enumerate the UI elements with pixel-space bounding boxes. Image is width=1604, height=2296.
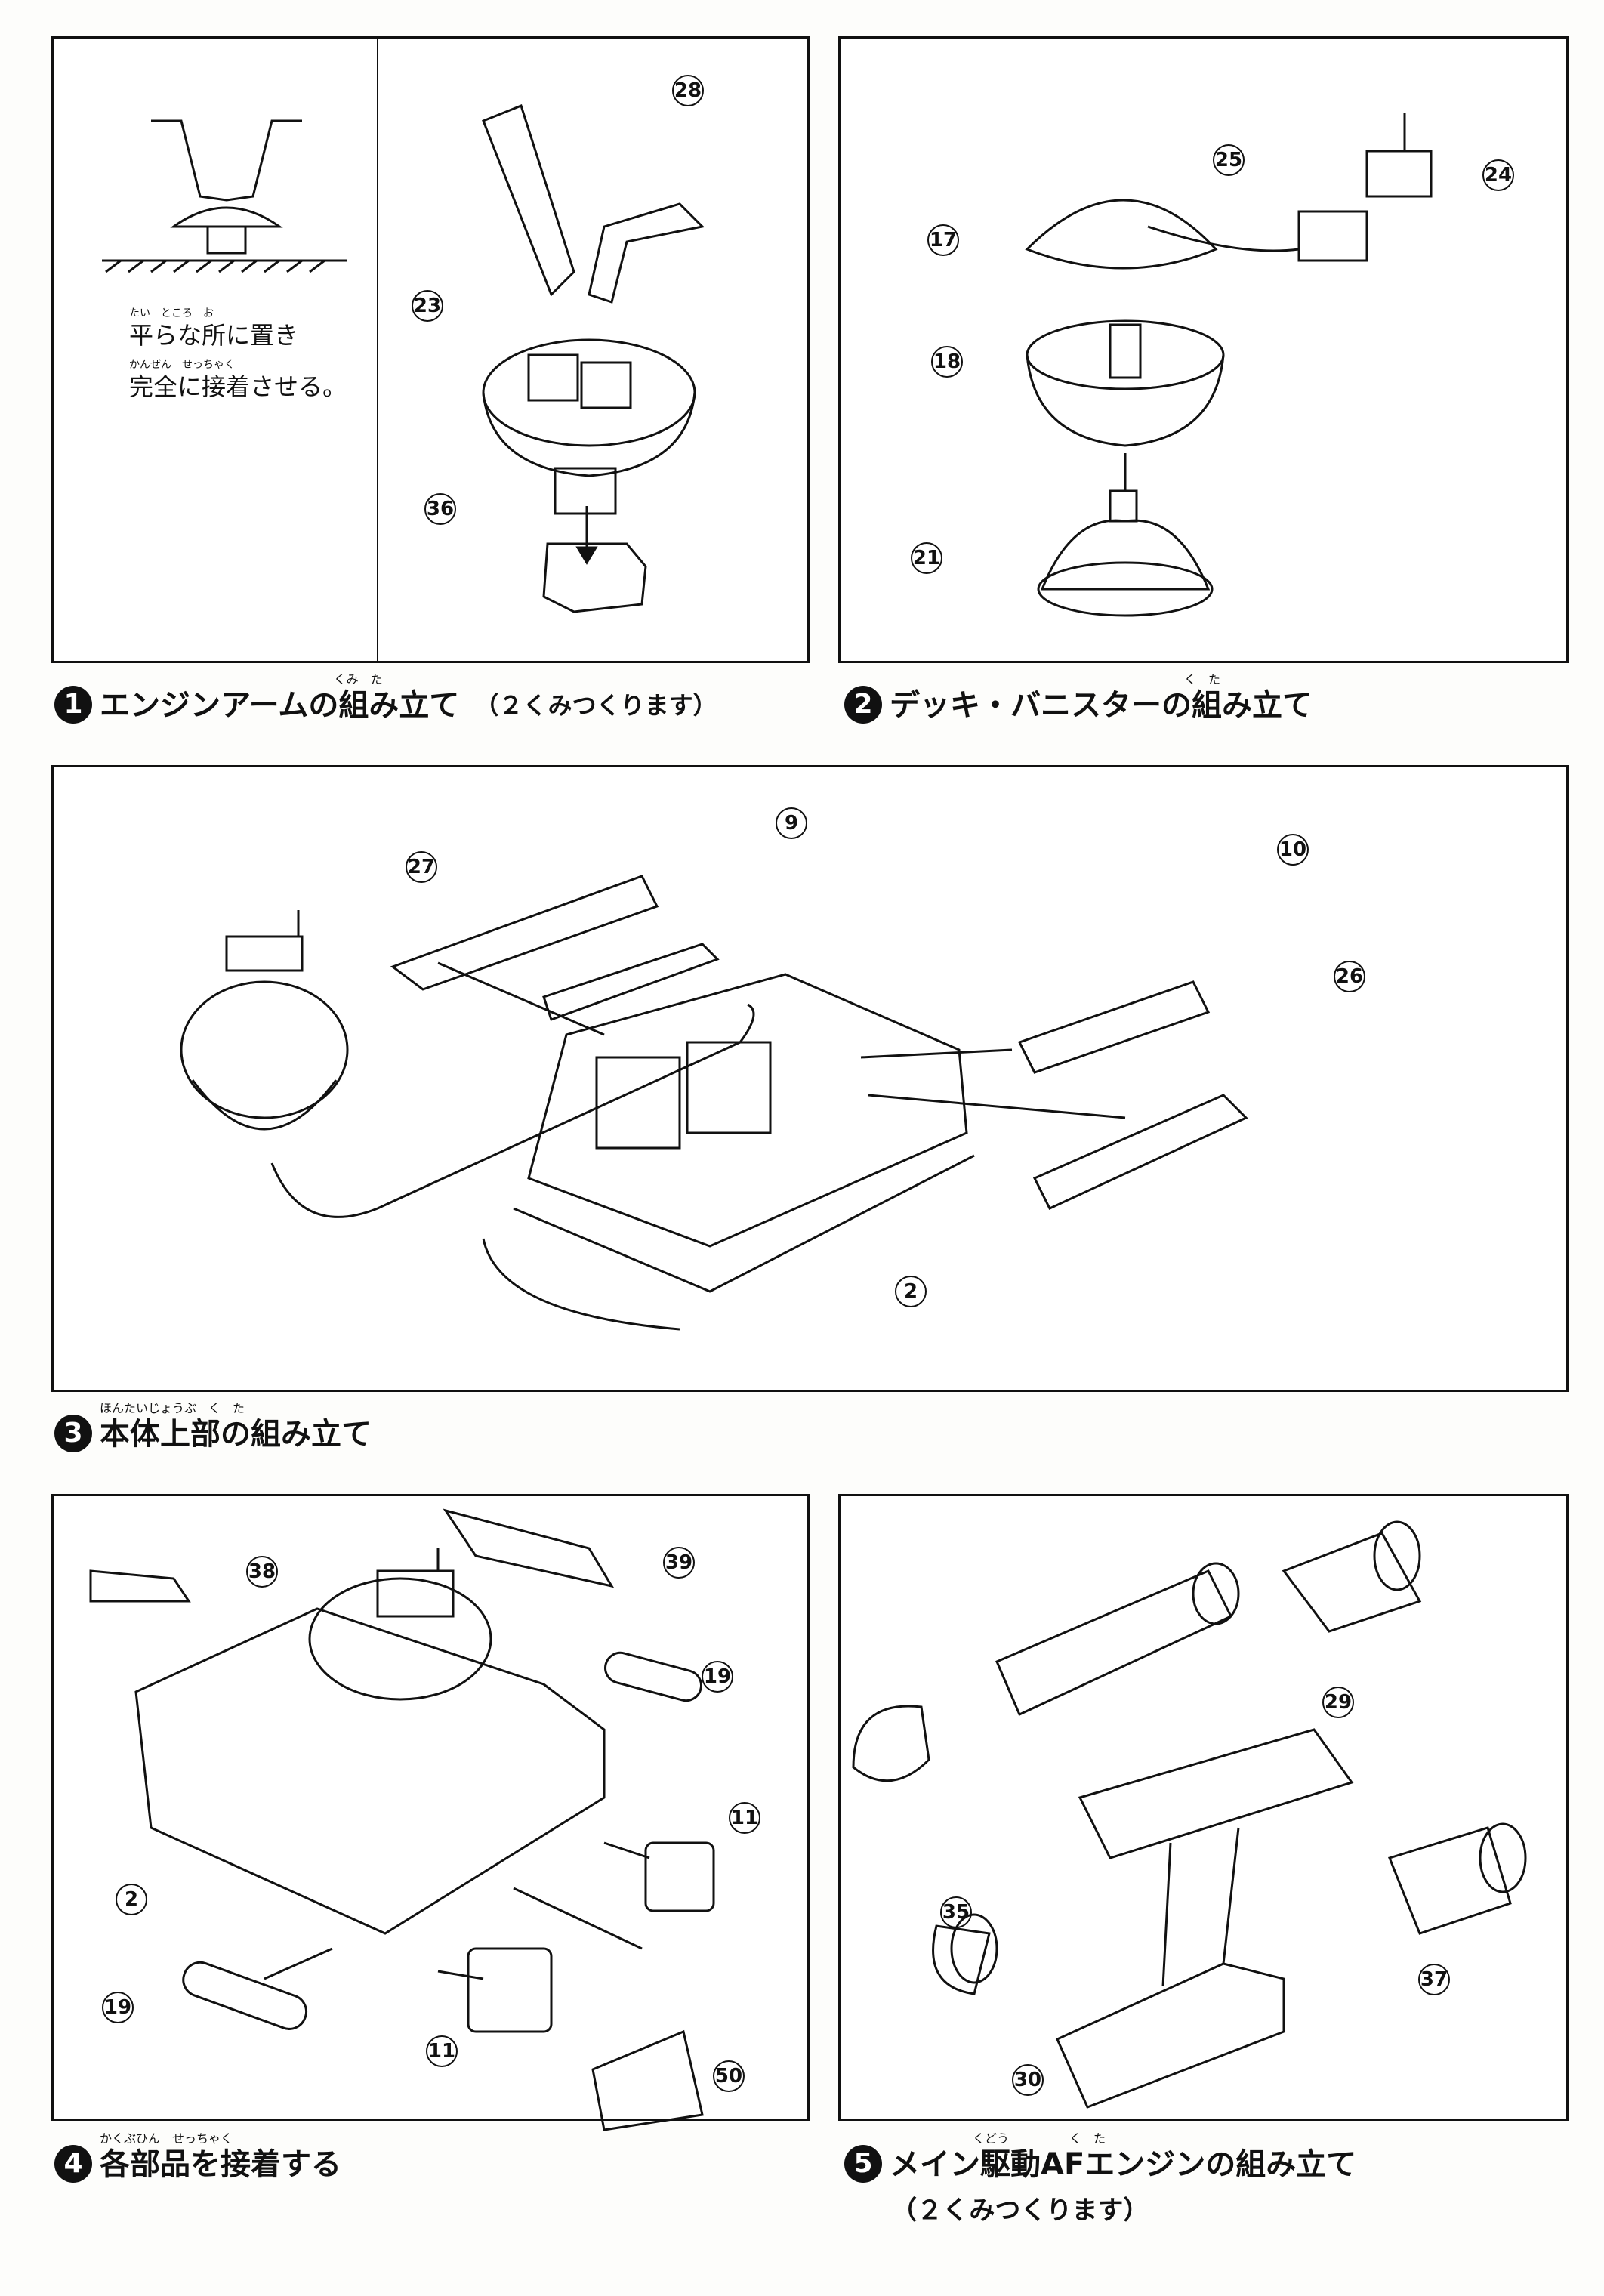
- svg-text:2: 2: [125, 1888, 138, 1911]
- step-number-badge: 5: [844, 2145, 882, 2183]
- step-note: （２くみつくります）: [474, 691, 717, 720]
- svg-text:39: 39: [665, 1551, 692, 1574]
- part-label: 30: [1012, 2064, 1044, 2096]
- svg-text:9: 9: [785, 812, 798, 835]
- svg-text:11: 11: [428, 2040, 455, 2063]
- step-2-panel: [838, 36, 1569, 663]
- instruction-line-2: 完全に接着させる。: [129, 372, 347, 401]
- step-number-badge: 4: [54, 2145, 92, 2183]
- ruby-text: たい ところ お: [129, 307, 214, 319]
- part-label: 35: [940, 1896, 972, 1928]
- svg-text:17: 17: [930, 229, 957, 252]
- svg-text:36: 36: [427, 498, 454, 520]
- step-3-caption: 3 ほんたいじょうぶ く た本体上部の組み立て: [54, 1401, 372, 1452]
- svg-text:21: 21: [913, 547, 940, 569]
- svg-text:50: 50: [715, 2065, 742, 2088]
- svg-text:29: 29: [1325, 1691, 1352, 1714]
- part-label: 37: [1418, 1964, 1450, 1995]
- step-title: 本体上部の組み立て: [100, 1417, 372, 1452]
- part-label: 23: [412, 290, 443, 322]
- part-label: 2: [116, 1884, 147, 1915]
- part-label: 39: [663, 1547, 695, 1578]
- svg-text:19: 19: [704, 1665, 731, 1688]
- part-label: 29: [1322, 1687, 1354, 1718]
- step-title: エンジンアームの組み立て: [100, 688, 460, 723]
- instruction-line-1: 平らな所に置き: [129, 321, 299, 350]
- part-label: 50: [713, 2060, 745, 2092]
- part-label: 19: [102, 1992, 134, 2023]
- svg-text:28: 28: [674, 79, 702, 102]
- svg-text:19: 19: [104, 1996, 131, 2019]
- part-label: 27: [406, 851, 437, 883]
- svg-text:24: 24: [1485, 164, 1512, 187]
- step-3-panel: [51, 765, 1569, 1392]
- step-5-note: （２くみつくります）: [891, 2196, 1149, 2226]
- part-label: 10: [1277, 834, 1309, 866]
- svg-text:27: 27: [408, 856, 435, 878]
- instruction-note: たい ところ お平らな所に置き かんぜん せっちゃく完全に接着させる。: [129, 307, 347, 409]
- part-label: 36: [424, 493, 456, 525]
- step-number-badge: 2: [844, 686, 882, 724]
- instruction-line-1-block: たい ところ お平らな所に置き: [129, 307, 347, 350]
- part-label: 18: [931, 346, 963, 378]
- step-1-caption: 1 くみ たエンジンアームの組み立て （２くみつくります）: [54, 672, 717, 724]
- part-labels: 28 23 36 25 24 17 18 21 27 9 10 26 2 38 …: [102, 75, 1514, 2096]
- deck-banister-parts: [1025, 113, 1433, 617]
- part-label: 11: [729, 1802, 760, 1834]
- step-number-badge: 1: [54, 686, 92, 724]
- svg-text:35: 35: [942, 1901, 970, 1924]
- panel-divider: [377, 39, 378, 661]
- step-1-panel: たい ところ お平らな所に置き かんぜん せっちゃく完全に接着させる。: [51, 36, 810, 663]
- step-4-panel: [51, 1494, 810, 2121]
- svg-text:38: 38: [248, 1560, 276, 1583]
- part-label: 11: [426, 2035, 458, 2067]
- step-2-caption: 2 く たデッキ・バニスターの組み立て: [844, 672, 1313, 724]
- part-label: 24: [1482, 159, 1514, 191]
- ruby-text: くどう く た: [973, 2131, 1106, 2146]
- svg-text:25: 25: [1215, 149, 1242, 171]
- svg-text:37: 37: [1420, 1968, 1448, 1991]
- step-title: メイン駆動AFエンジンの組み立て: [890, 2147, 1357, 2182]
- body-assembly-parts: [89, 1508, 715, 2131]
- svg-text:11: 11: [731, 1807, 758, 1829]
- engine-arm-parts: [482, 104, 705, 613]
- part-label: 9: [776, 807, 807, 839]
- part-label: 19: [702, 1661, 733, 1693]
- ruby-text: かくぶひん せっちゃく: [100, 2131, 233, 2146]
- part-label: 38: [246, 1556, 278, 1588]
- svg-text:18: 18: [933, 350, 961, 373]
- part-label: 2: [895, 1276, 927, 1307]
- af-engine-parts: [852, 1520, 1527, 2109]
- ruby-text: くみ た: [334, 672, 383, 687]
- step-number-badge: 3: [54, 1415, 92, 1452]
- svg-text:30: 30: [1014, 2069, 1041, 2091]
- svg-text:2: 2: [904, 1280, 918, 1303]
- part-label: 17: [927, 224, 959, 256]
- step-5-panel: [838, 1494, 1569, 2121]
- step-title: 各部品を接着する: [100, 2147, 341, 2182]
- instruction-line-2-block: かんぜん せっちゃく完全に接着させる。: [129, 358, 347, 402]
- part-label: 26: [1334, 961, 1365, 992]
- part-label: 28: [672, 75, 704, 106]
- ruby-text: かんぜん せっちゃく: [129, 359, 235, 371]
- ruby-text: ほんたいじょうぶ く た: [100, 1401, 245, 1415]
- part-label: 21: [911, 542, 942, 574]
- svg-text:26: 26: [1336, 965, 1363, 988]
- upper-body-parts: [180, 875, 1248, 1331]
- svg-text:10: 10: [1279, 838, 1306, 861]
- step-4-caption: 4 かくぶひん せっちゃく各部品を接着する: [54, 2131, 341, 2183]
- part-label: 25: [1213, 144, 1245, 176]
- base-sketch: [102, 119, 347, 273]
- step-5-caption: 5 くどう く たメイン駆動AFエンジンの組み立て: [844, 2131, 1356, 2183]
- step-title: デッキ・バニスターの組み立て: [890, 688, 1313, 723]
- ruby-text: く た: [1184, 672, 1221, 687]
- svg-text:23: 23: [414, 295, 441, 317]
